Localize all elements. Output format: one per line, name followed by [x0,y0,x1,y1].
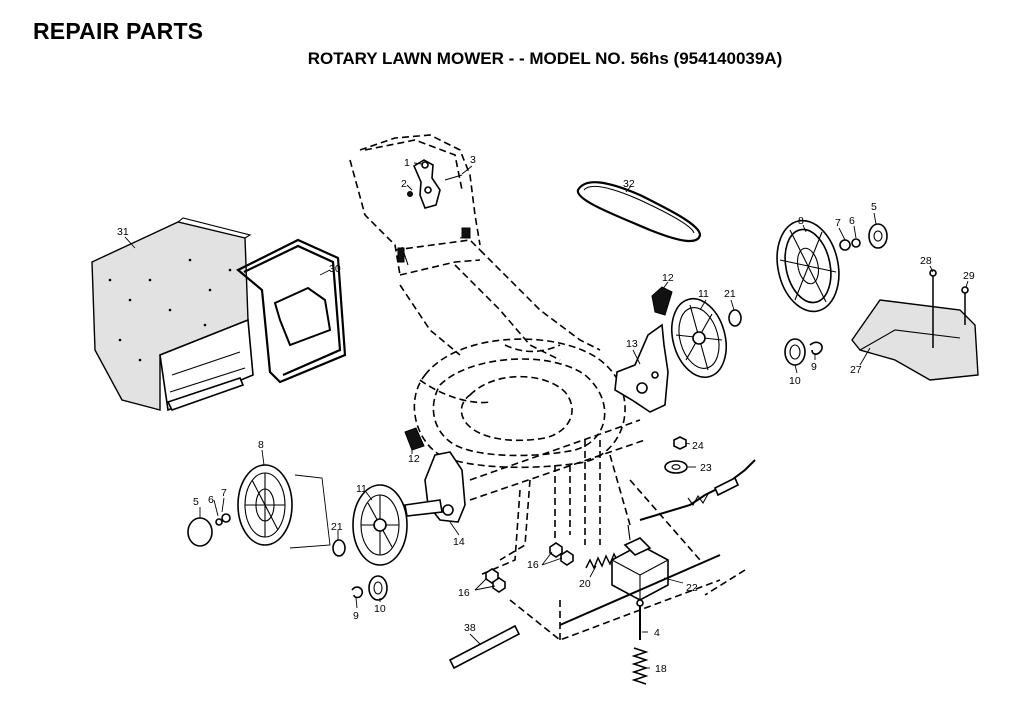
callout-14: 14 [453,536,465,548]
callout-31: 31 [117,226,129,238]
callout-22: 22 [686,582,698,594]
axle-bolt-and-spring [631,599,649,685]
callout-32: 32 [623,178,635,190]
callout-8-right: 8 [798,215,804,227]
callout-20: 20 [579,578,591,590]
drive-belt [576,181,702,243]
drive-cable-and-pulley [639,436,756,521]
axle-rod [448,624,521,670]
left-pinion-gear [351,575,388,601]
right-height-adjuster [614,286,673,413]
callout-4: 4 [654,627,660,639]
transmission [559,524,721,626]
callout-labels: 1 2 3 32 8 7 6 5 28 29 27 21 11 12 13 10… [117,154,975,675]
right-wheel-adapter [671,297,742,379]
callout-6-right: 6 [849,215,855,227]
callout-18: 18 [655,663,667,675]
callout-21-left: 21 [331,521,343,533]
callout-3: 3 [470,154,476,166]
control-bail-assembly [397,159,471,266]
callout-12-right: 12 [662,272,674,284]
callout-8-left: 8 [258,439,264,451]
callout-2: 2 [401,178,407,190]
extension-spring [585,552,619,570]
callout-24: 24 [692,440,704,452]
callout-38: 38 [464,622,476,634]
callout-13: 13 [626,338,638,350]
page-title: REPAIR PARTS [33,18,204,44]
callout-21-right: 21 [724,288,736,300]
callout-7-right: 7 [835,217,841,229]
callout-1: 1 [404,157,410,169]
grass-catcher-frame [236,238,347,384]
callout-28: 28 [920,255,932,267]
left-height-adjuster [404,427,466,523]
callout-5-left: 5 [193,496,199,508]
callout-16-left: 16 [458,587,470,599]
callout-11-left: 11 [356,483,367,495]
hex-nuts [485,542,574,593]
callout-23: 23 [700,462,712,474]
callout-11-right: 11 [698,288,709,300]
right-wheel-assembly [776,219,888,313]
leader-lines [124,162,969,669]
callout-30: 30 [329,263,341,275]
callout-10-right: 10 [789,375,801,387]
callout-9-right: 9 [811,361,817,373]
callout-10-left: 10 [374,603,386,615]
callout-29: 29 [963,270,975,282]
left-wheel-assembly [187,464,331,549]
callout-5-right: 5 [871,201,877,213]
callout-6-left: 6 [208,494,214,506]
handle-and-deck-outline [349,134,746,641]
callout-12-left: 12 [408,453,420,465]
callout-7-left: 7 [221,487,227,499]
grass-catcher-bag [91,217,254,412]
callout-9-left: 9 [353,610,359,622]
callout-16-center: 16 [527,559,539,571]
diagram-subtitle: ROTARY LAWN MOWER - - MODEL NO. 56hs (95… [307,49,783,68]
callout-27: 27 [850,364,862,376]
left-wheel-adapter [332,484,408,566]
rear-skirt [851,269,979,381]
